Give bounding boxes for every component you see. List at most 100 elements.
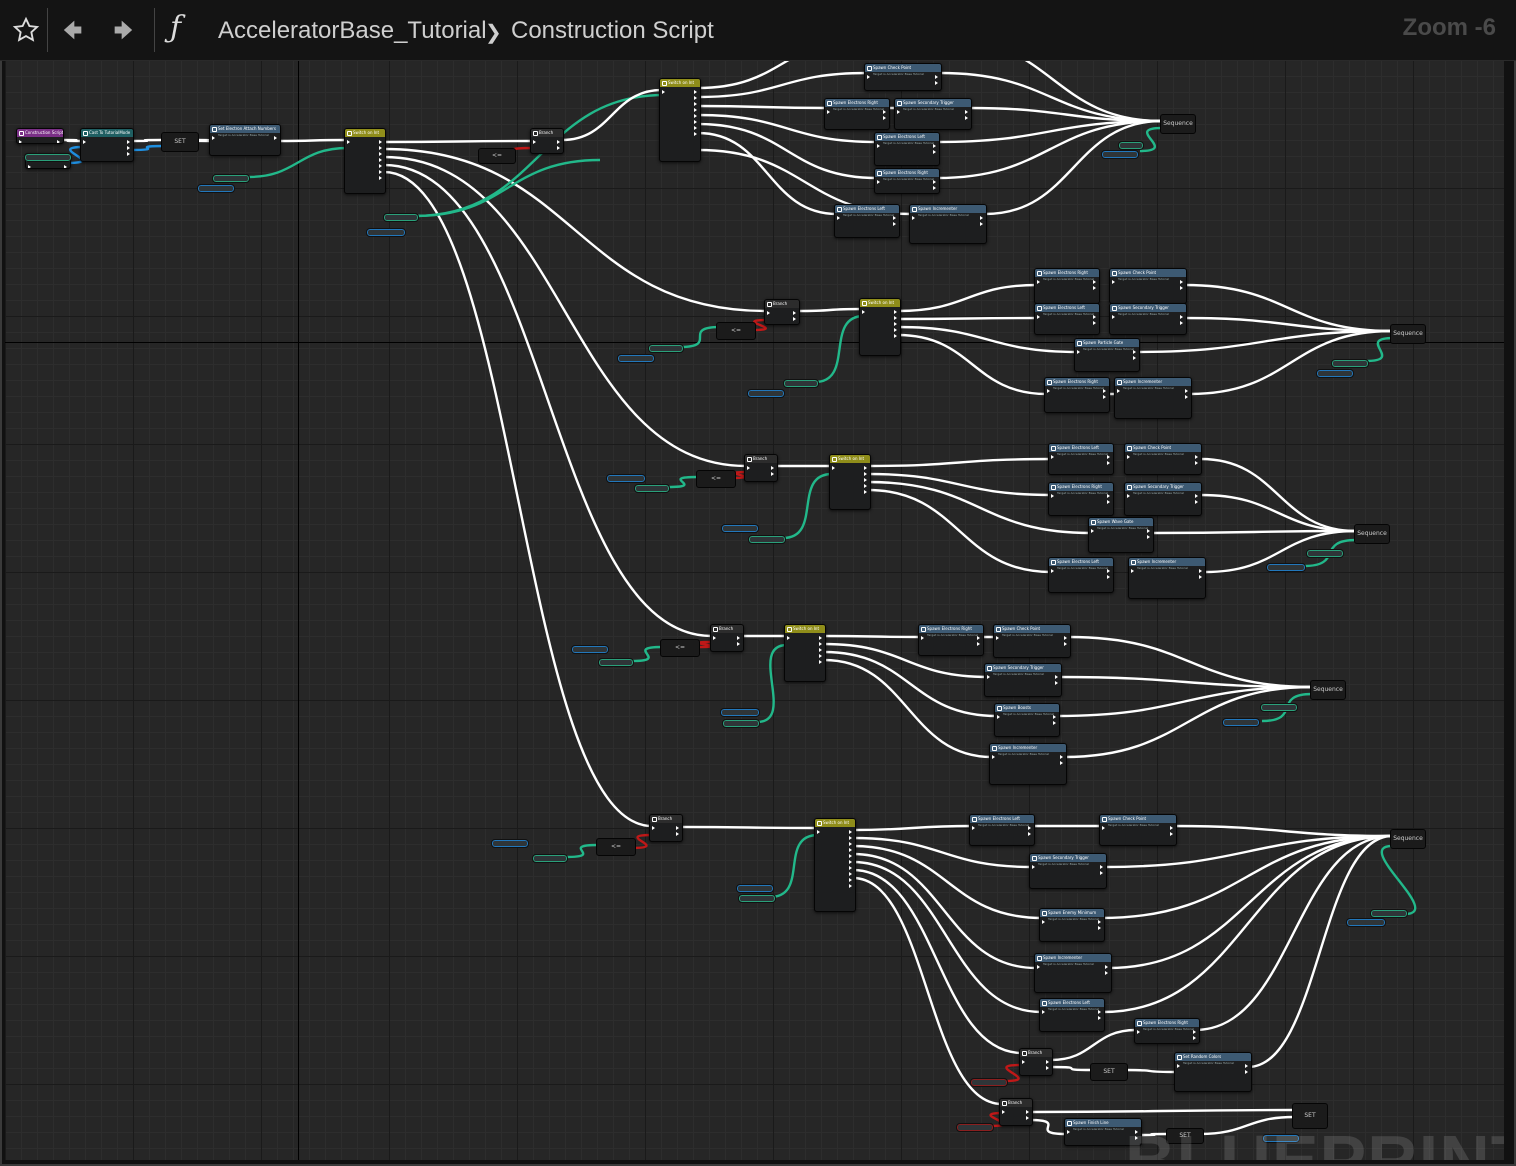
set-variable-node[interactable]: SET: [1292, 1103, 1328, 1129]
compare-node[interactable]: <=: [660, 639, 700, 657]
exec-output-pin[interactable]: [1170, 826, 1173, 830]
variable-getter[interactable]: [720, 708, 760, 717]
exec-input-pin[interactable]: [1137, 1030, 1140, 1034]
exec-output-pin[interactable]: [893, 222, 896, 226]
exec-output-pin[interactable]: [793, 317, 796, 321]
switch-on-int-node[interactable]: Switch on Int: [784, 624, 826, 682]
exec-output-pin[interactable]: [1199, 569, 1202, 573]
exec-output-pin[interactable]: [694, 132, 697, 136]
exec-output-pin[interactable]: [1093, 321, 1096, 325]
exec-output-pin[interactable]: [127, 140, 130, 144]
exec-output-pin[interactable]: [1028, 832, 1031, 836]
exec-output-pin[interactable]: [1107, 494, 1110, 498]
exec-input-pin[interactable]: [972, 826, 975, 830]
branch-node[interactable]: Branch: [710, 624, 744, 652]
variable-getter[interactable]: [24, 153, 72, 162]
exec-output-pin[interactable]: [1133, 350, 1136, 354]
exec-output-pin[interactable]: [1185, 389, 1188, 393]
exec-output-pin[interactable]: [849, 836, 852, 840]
exec-output-pin[interactable]: [849, 854, 852, 858]
exec-output-pin[interactable]: [965, 116, 968, 120]
exec-input-pin[interactable]: [1102, 826, 1105, 830]
exec-output-pin[interactable]: [1107, 500, 1110, 504]
exec-output-pin[interactable]: [1195, 461, 1198, 465]
sequence-node[interactable]: Sequence: [1390, 324, 1426, 344]
compare-node[interactable]: <=: [478, 148, 516, 164]
exec-output-pin[interactable]: [935, 81, 938, 85]
variable-getter[interactable]: [571, 645, 609, 654]
exec-output-pin[interactable]: [1105, 971, 1108, 975]
exec-input-pin[interactable]: [19, 140, 22, 143]
compare-node[interactable]: <=: [596, 838, 636, 856]
exec-input-pin[interactable]: [713, 636, 716, 640]
sequence-node[interactable]: Sequence: [1354, 524, 1390, 544]
exec-output-pin[interactable]: [127, 146, 130, 150]
exec-output-pin[interactable]: [1180, 280, 1183, 284]
exec-output-pin[interactable]: [894, 310, 897, 314]
branch-node[interactable]: Branch: [1019, 1048, 1053, 1076]
exec-output-pin[interactable]: [1053, 715, 1056, 719]
exec-output-pin[interactable]: [1098, 1010, 1101, 1014]
variable-getter[interactable]: [1260, 703, 1298, 712]
exec-output-pin[interactable]: [864, 472, 867, 476]
variable-getter[interactable]: [532, 854, 568, 863]
exec-input-pin[interactable]: [83, 140, 86, 144]
exec-output-pin[interactable]: [1055, 675, 1058, 679]
exec-input-pin[interactable]: [1127, 494, 1130, 498]
construction-script-event[interactable]: Construction Script: [16, 128, 64, 144]
exec-output-pin[interactable]: [1098, 926, 1101, 930]
exec-output-pin[interactable]: [933, 144, 936, 148]
exec-output-pin[interactable]: [965, 110, 968, 114]
variable-getter[interactable]: [383, 213, 419, 222]
exec-output-pin[interactable]: [694, 126, 697, 130]
exec-output-pin[interactable]: [1180, 315, 1183, 319]
variable-getter[interactable]: [1222, 718, 1260, 727]
variable-getter[interactable]: [634, 484, 670, 493]
exec-input-pin[interactable]: [1042, 920, 1045, 924]
exec-output-pin[interactable]: [1103, 389, 1106, 393]
exec-input-pin[interactable]: [1037, 280, 1040, 284]
exec-output-pin[interactable]: [1199, 575, 1202, 579]
branch-node[interactable]: Branch: [649, 814, 683, 842]
exec-output-pin[interactable]: [379, 170, 382, 174]
exec-output-pin[interactable]: [1193, 1036, 1196, 1040]
exec-output-pin[interactable]: [1053, 721, 1056, 725]
exec-output-pin[interactable]: [1195, 500, 1198, 504]
exec-output-pin[interactable]: [1105, 965, 1108, 969]
exec-output-pin[interactable]: [379, 158, 382, 162]
compare-node[interactable]: <=: [716, 322, 756, 340]
exec-output-pin[interactable]: [1098, 920, 1101, 924]
variable-getter[interactable]: [197, 184, 235, 193]
exec-output-pin[interactable]: [819, 636, 822, 640]
exec-input-pin[interactable]: [1091, 529, 1094, 533]
exec-input-pin[interactable]: [28, 165, 31, 168]
exec-output-pin[interactable]: [894, 334, 897, 338]
exec-input-pin[interactable]: [1051, 494, 1054, 498]
exec-input-pin[interactable]: [1047, 389, 1050, 393]
exec-input-pin[interactable]: [533, 140, 536, 144]
variable-getter[interactable]: [1370, 909, 1408, 918]
exec-output-pin[interactable]: [1180, 286, 1183, 290]
exec-output-pin[interactable]: [1107, 575, 1110, 579]
exec-output-pin[interactable]: [1093, 280, 1096, 284]
cast-to-tutorialmode-node[interactable]: Cast To TutorialMode: [80, 128, 134, 162]
exec-input-pin[interactable]: [747, 466, 750, 470]
exec-input-pin[interactable]: [1131, 569, 1134, 573]
exec-output-pin[interactable]: [980, 216, 983, 220]
variable-getter[interactable]: [748, 535, 786, 544]
variable-getter[interactable]: [783, 379, 819, 388]
exec-output-pin[interactable]: [771, 466, 774, 470]
exec-input-pin[interactable]: [1037, 965, 1040, 969]
exec-output-pin[interactable]: [379, 164, 382, 168]
exec-output-pin[interactable]: [1170, 832, 1173, 836]
variable-getter[interactable]: [648, 344, 684, 353]
